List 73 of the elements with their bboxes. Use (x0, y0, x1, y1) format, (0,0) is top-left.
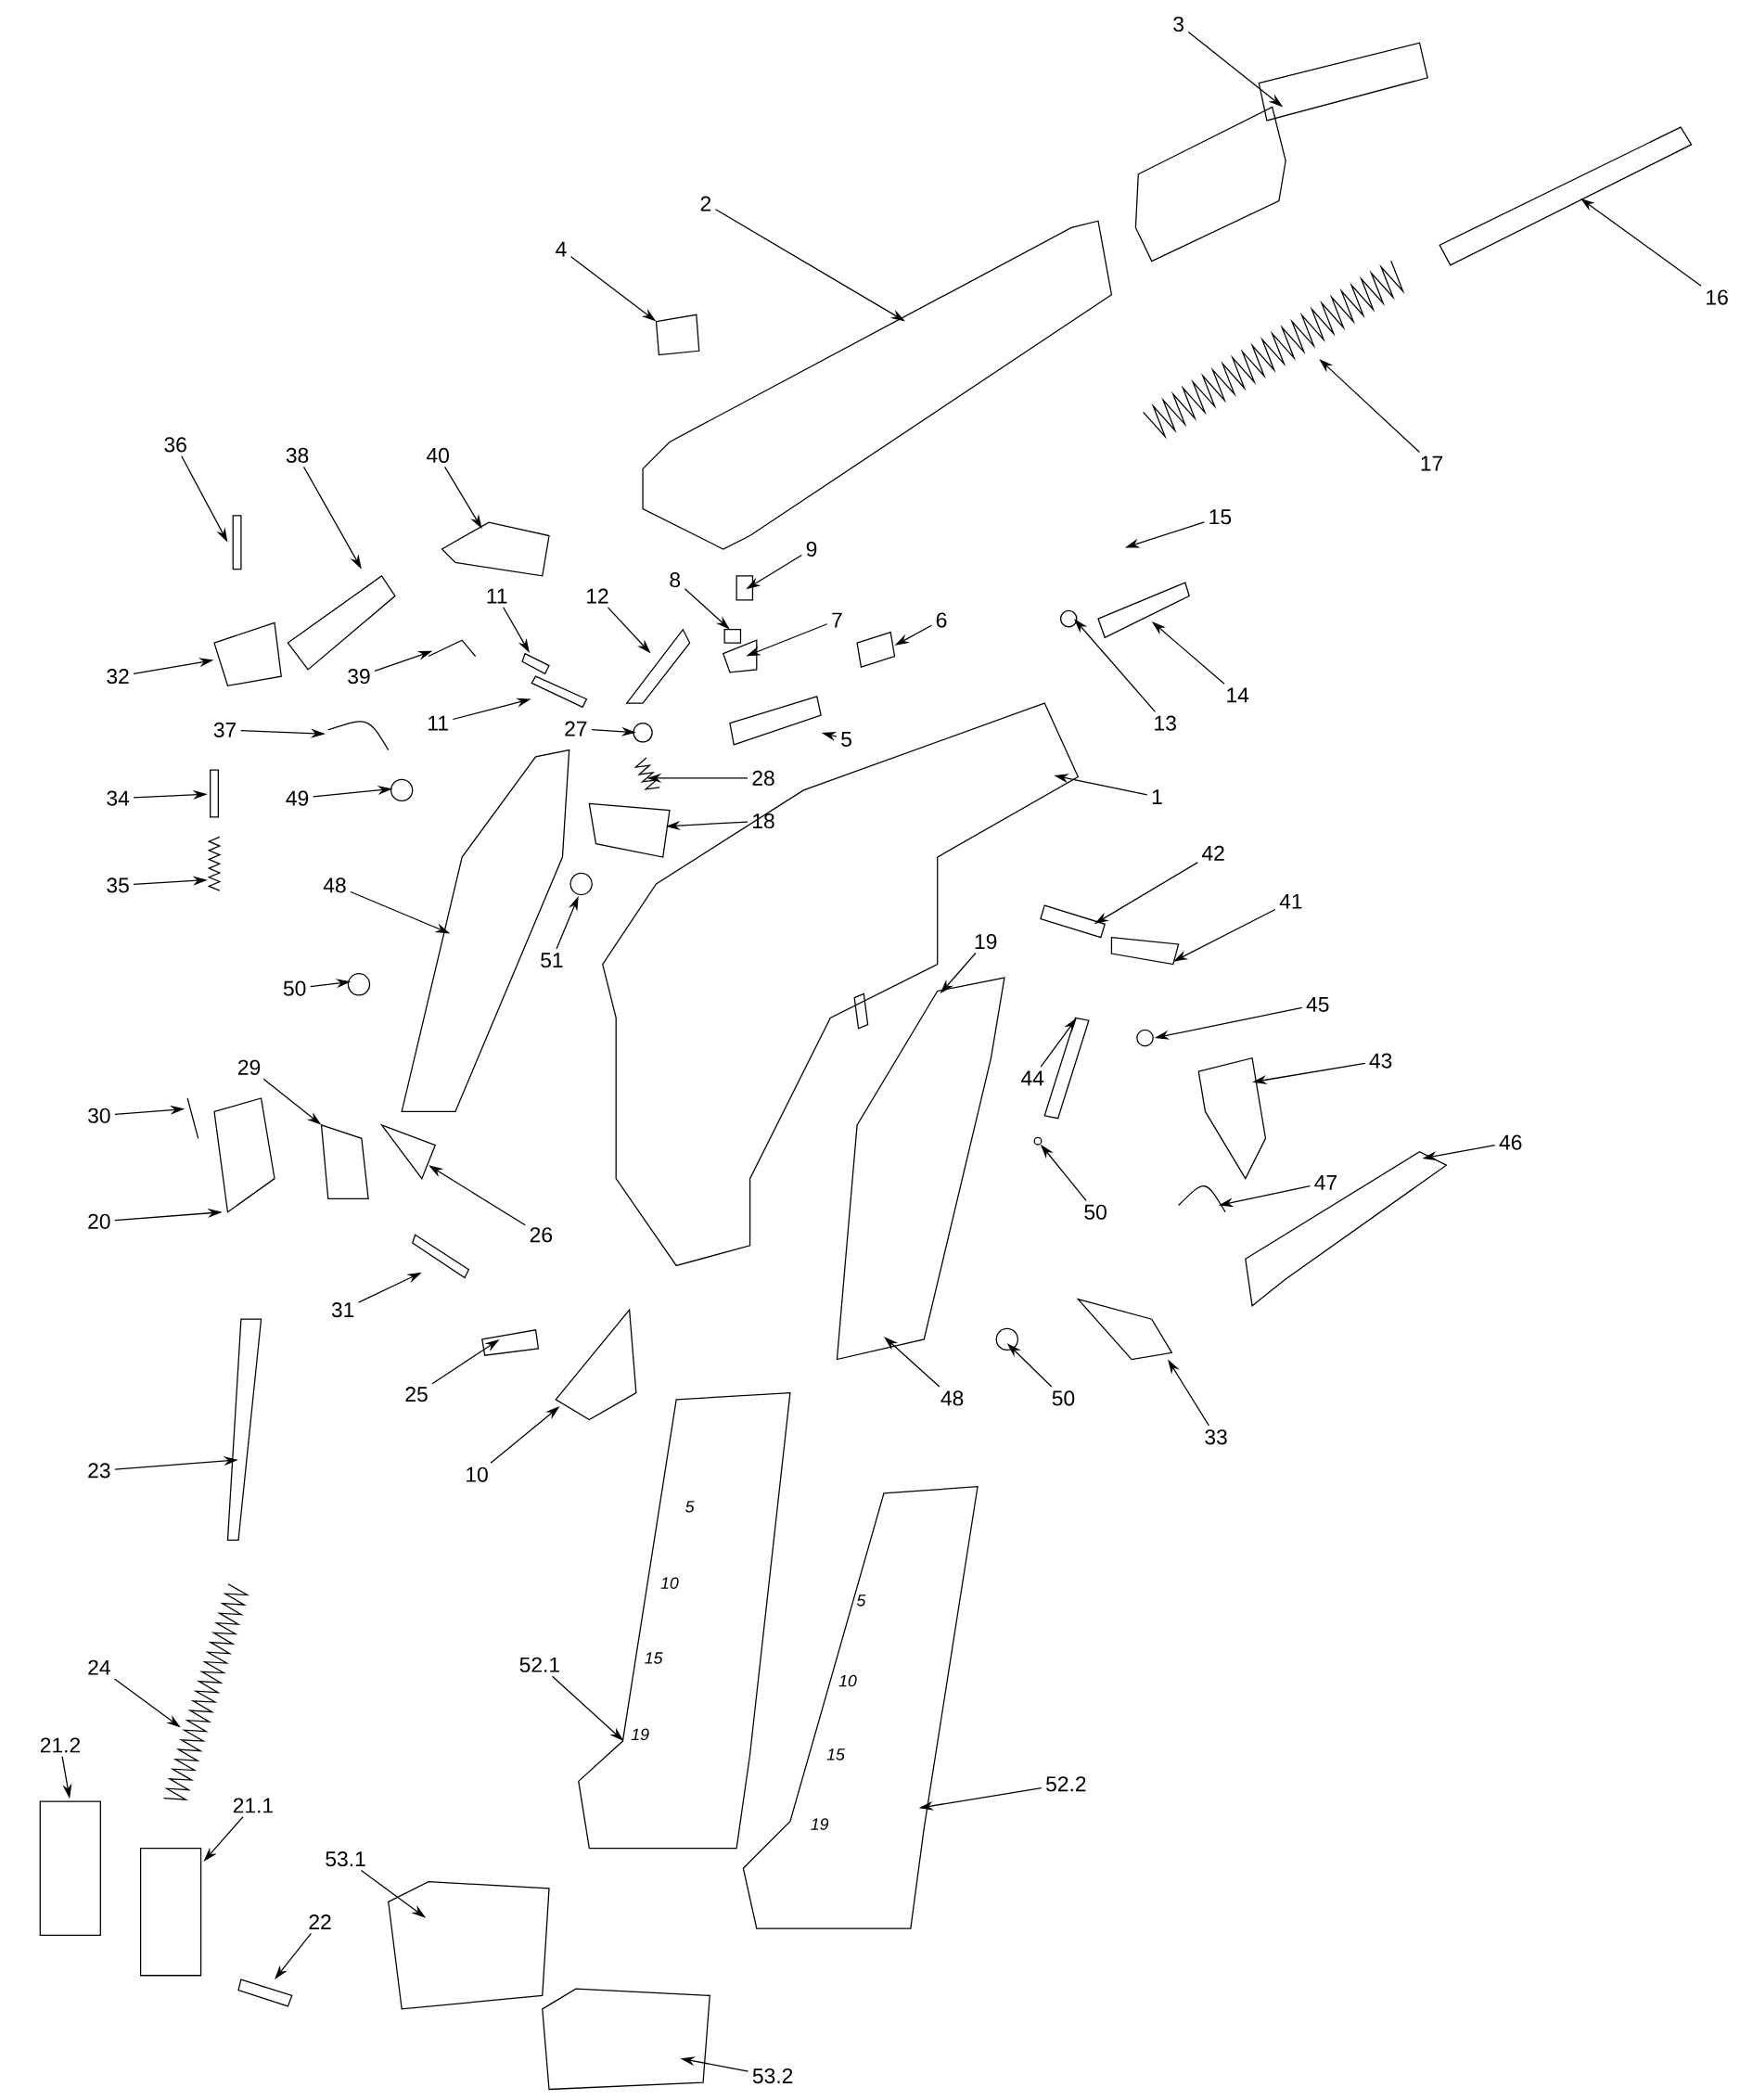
callout-number: 33 (1205, 1429, 1227, 1445)
callout-number: 27 (565, 721, 587, 736)
callout-number: 44 (1021, 1070, 1044, 1086)
callout-number: 28 (752, 770, 774, 786)
callout-number: 22 (309, 1914, 331, 1929)
callout-number: 39 (348, 669, 370, 685)
callout-number: 35 (107, 877, 129, 893)
callout-number: 19 (975, 933, 997, 950)
magazine-marking: 10 (660, 1577, 679, 1589)
callout-number: 45 (1306, 996, 1329, 1012)
callout-number: 26 (531, 1227, 553, 1243)
callout-number: 4 (556, 241, 567, 257)
callout-number: 51 (541, 953, 563, 968)
part-drawing (578, 1391, 791, 1850)
callout-number: 42 (1202, 845, 1224, 861)
magazine-marking: 5 (857, 1594, 866, 1607)
callout-number: 23 (88, 1463, 110, 1479)
callout-number: 12 (587, 588, 608, 604)
callout-number: 32 (107, 669, 129, 685)
callout-number: 11 (429, 715, 449, 731)
callout-number: 21.2 (41, 1737, 81, 1753)
callout-number: 11 (487, 588, 507, 604)
callout-number: 6 (937, 612, 947, 628)
magazine-marking: 19 (632, 1728, 649, 1741)
callout-number: 7 (832, 612, 842, 628)
callout-number: 9 (806, 541, 817, 557)
callout-number: 30 (88, 1108, 110, 1123)
callout-number: 14 (1227, 687, 1249, 703)
callout-number: 52.1 (519, 1657, 560, 1672)
callout-number: 40 (427, 447, 450, 463)
part-drawing (729, 696, 823, 746)
magazine-marking: 19 (811, 1818, 829, 1830)
screw-head (1033, 1136, 1043, 1146)
callout-number: 38 (286, 447, 309, 463)
callout-number: 24 (88, 1659, 111, 1675)
callout-number: 50 (1052, 1390, 1075, 1406)
callout-number: 10 (467, 1466, 489, 1482)
callout-number: 17 (1421, 455, 1443, 471)
callout-number: 41 (1279, 893, 1302, 909)
callout-number: 50 (1084, 1204, 1107, 1220)
callout-number: 21.1 (234, 1798, 274, 1813)
callout-number: 20 (88, 1213, 110, 1229)
callout-number: 18 (753, 813, 774, 829)
callout-number: 29 (238, 1059, 261, 1075)
magazine-marking: 5 (685, 1501, 695, 1513)
callout-number: 52.2 (1046, 1776, 1086, 1792)
callout-number: 37 (213, 722, 237, 737)
part-drawing (213, 621, 283, 686)
callout-number: 53.1 (326, 1851, 365, 1867)
callout-number: 48 (324, 877, 346, 893)
callout-number: 1 (1153, 789, 1162, 804)
callout-number: 46 (1499, 1134, 1522, 1150)
magazine-marking: 10 (838, 1674, 857, 1687)
callout-number: 47 (1314, 1175, 1337, 1190)
magazine-marking: 15 (826, 1748, 846, 1761)
callout-number: 43 (1369, 1053, 1392, 1069)
callout-number: 8 (670, 572, 681, 588)
callout-number: 36 (164, 437, 187, 453)
callout-number: 15 (1209, 509, 1232, 525)
callout-number: 13 (1155, 715, 1177, 731)
callout-number: 34 (107, 790, 130, 806)
callout-number: 5 (841, 732, 852, 747)
callout-number: 3 (1173, 16, 1184, 32)
callout-number: 48 (940, 1390, 964, 1406)
callout-number: 2 (700, 196, 711, 211)
callout-number: 53.2 (753, 2068, 793, 2084)
callout-number: 16 (1707, 289, 1728, 305)
callout-number: 31 (332, 1302, 354, 1318)
part-drawing (531, 675, 588, 709)
magazine-marking: 15 (645, 1652, 663, 1664)
callout-number: 50 (284, 980, 306, 996)
callout-number: 25 (405, 1387, 428, 1402)
callout-number: 49 (286, 790, 309, 806)
